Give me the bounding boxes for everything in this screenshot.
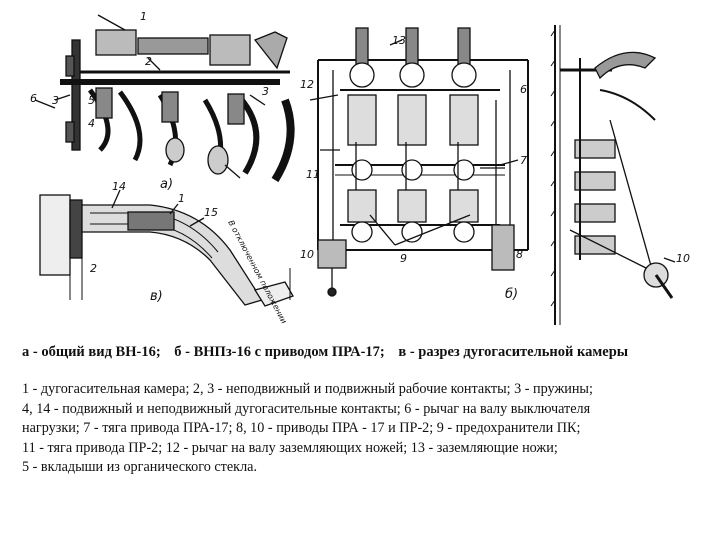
label-b-caption: б) [505,287,518,302]
label-a-6: 6 [30,92,37,105]
label-b-8: 8 [516,248,523,261]
caption-v: в - разрез дугогасительной камеры [398,344,629,360]
label-a-5: 5 [88,94,95,107]
technical-figure: 1 2 3 4 5 6 3 а) 13 6 7 11 12 10 9 8 б) … [30,10,690,325]
label-a-caption: а) [160,177,173,192]
legend-line: 1 - дугогасительная камера; 2, 3 - непод… [22,381,593,397]
legend-line: 4, 14 - подвижный и неподвижный дугогаси… [22,400,591,417]
drawing-section [550,25,676,325]
label-b-13: 13 [392,34,406,47]
label-b-12: 12 [300,78,314,91]
label-b-7: 7 [520,154,527,167]
label-v-2: 2 [90,262,97,275]
drawing-b [309,27,529,297]
legend-line: 5 - вкладыши из органического стекла. [22,459,257,476]
label-v-1: 1 [178,192,185,205]
legend-line: нагрузки; 7 - тяга привода ПРА-17; 8, 10… [22,420,581,437]
legend-line: 11 - тяга привода ПР-2; 12 - рычаг на ва… [22,439,558,456]
label-a-2: 2 [145,55,152,68]
label-a-4: 4 [88,117,95,130]
caption-b: б - ВНПз-16 с приводом ПРА-17; [174,344,385,360]
label-c-10: 10 [676,252,690,265]
figure-caption: а - общий вид ВН-16; б - ВНПз-16 с приво… [22,344,712,361]
label-b-10: 10 [300,248,314,261]
switch-drawings: 1 2 3 4 5 6 3 а) 13 6 7 11 12 10 9 8 б) … [30,10,690,325]
label-v-15: 15 [204,206,218,219]
drawing-v [39,189,294,307]
label-a-3: 3 [52,94,59,107]
label-v-caption: в) [150,289,163,304]
label-b-9: 9 [400,252,407,265]
label-b-11: 11 [306,168,320,181]
label-v-14: 14 [112,180,126,193]
label-b-6: 6 [520,83,527,96]
drawing-a [34,14,295,183]
label-a-1: 1 [140,10,147,23]
caption-a: а - общий вид ВН-16; [22,344,161,360]
legend-text: 1 - дугогасительная камера; 2, 3 - непод… [22,380,712,478]
label-a-3b: 3 [262,85,269,98]
